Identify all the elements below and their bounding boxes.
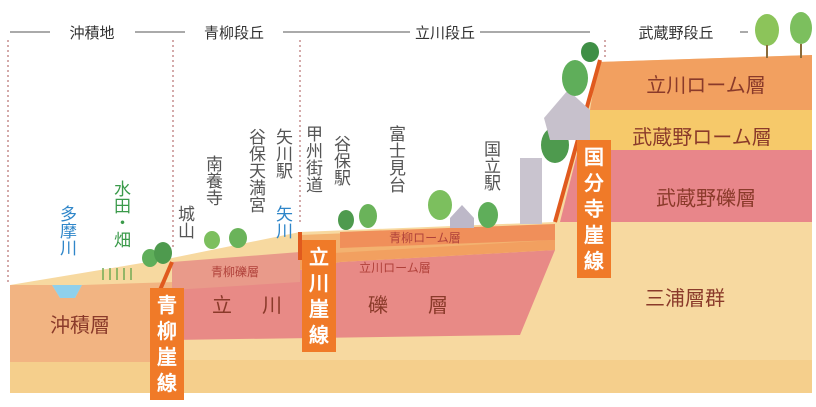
base-rim	[10, 360, 812, 393]
tachikawa-gravel-layer	[172, 250, 555, 340]
label-miura: 三浦層群	[645, 286, 725, 310]
aoyagi-gravel-layer	[172, 252, 300, 290]
svg-text:線: 線	[157, 371, 177, 395]
svg-text:柳: 柳	[157, 319, 177, 343]
zone-label-musashino: 武蔵野段丘	[638, 24, 713, 42]
strata	[10, 55, 812, 393]
label-aoyagi-loam: 青柳ローム層	[389, 231, 461, 245]
musashino-loam-layer	[578, 110, 812, 150]
label-tachikawa-loam-top: 立川ローム層	[646, 73, 765, 97]
tree-icon	[142, 249, 158, 267]
tree-icon	[562, 60, 588, 96]
label-koshu-kaido: 甲州街道	[302, 125, 323, 193]
label-musashino-loam: 武蔵野ローム層	[632, 125, 771, 149]
label-tachikawa-gravel-3: 礫	[368, 293, 388, 317]
svg-text:線: 線	[309, 323, 329, 347]
label-fujimidai: 富士見台	[385, 125, 406, 193]
label-jouzan: 城山	[174, 205, 195, 239]
field-icon	[102, 268, 132, 280]
tree-icon	[154, 242, 172, 264]
tachikawa-loam-layer	[300, 238, 555, 270]
zone-header: 沖積地 青柳段丘 立川段丘 武蔵野段丘	[7, 24, 748, 285]
svg-text:分: 分	[584, 171, 604, 195]
building-icon	[544, 90, 590, 140]
label-tachikawa-gravel-2: 川	[262, 293, 282, 317]
scenery	[52, 12, 812, 298]
river-icon	[52, 285, 82, 298]
building-icon	[520, 158, 542, 224]
cliff-tachikawa-callout: 立 川 崖 線	[302, 240, 336, 352]
svg-text:崖: 崖	[309, 297, 329, 321]
cliff-kokubunji-callout: 国 分 寺 崖 線	[577, 140, 611, 278]
svg-text:線: 線	[584, 249, 604, 273]
svg-text:寺: 寺	[584, 197, 604, 221]
svg-text:青: 青	[157, 293, 177, 317]
tree-icon	[478, 202, 498, 228]
label-tachikawa-gravel-4: 層	[428, 293, 448, 317]
label-kunitachi-station: 国立駅	[480, 140, 501, 191]
tree-icon	[428, 190, 452, 220]
label-chuseki: 沖積層	[50, 313, 110, 337]
label-aoyagi-gravel: 青柳礫層	[211, 264, 259, 279]
tree-icon	[359, 204, 377, 228]
label-yaho-station: 谷保駅	[330, 135, 351, 186]
label-musashino-gravel: 武蔵野礫層	[656, 186, 756, 210]
label-yagawa-station: 矢川駅	[272, 128, 293, 179]
musashino-gravel-layer	[560, 150, 812, 222]
zone-label-aoyagi: 青柳段丘	[204, 24, 264, 42]
label-yaho-tenmangu: 谷保天満宮	[245, 128, 266, 213]
label-nanyouji: 南養寺	[202, 155, 223, 206]
tree-icon	[338, 210, 354, 230]
svg-text:立: 立	[309, 245, 329, 269]
zone-label-chuseki: 沖積地	[69, 24, 114, 42]
label-tama: 多摩川	[56, 205, 77, 256]
top-loam-layer	[590, 55, 812, 110]
svg-text:川: 川	[308, 271, 329, 295]
svg-text:崖: 崖	[157, 345, 177, 369]
svg-text:崖: 崖	[584, 223, 604, 247]
label-tachikawa-loam-lower: 立川ローム層	[359, 260, 431, 275]
tree-icon	[790, 12, 812, 44]
tree-icon	[229, 228, 247, 248]
place-labels: 多摩川 水田・畑 城山 南養寺 谷保天満宮 矢川駅 矢川 甲州街道 谷保駅 富士…	[56, 125, 501, 256]
tree-icon	[755, 14, 779, 46]
zone-label-tachikawa: 立川段丘	[415, 24, 475, 42]
cliff-aoyagi-callout: 青 柳 崖 線	[150, 288, 184, 400]
label-suiden: 水田・畑	[110, 180, 131, 248]
tree-icon	[204, 231, 220, 249]
label-tachikawa-gravel-1: 立	[212, 293, 232, 317]
chuseki-layer	[10, 282, 175, 362]
tree-icon	[581, 42, 599, 62]
house-icon	[450, 205, 474, 228]
label-yagawa-river: 矢川	[272, 205, 293, 239]
svg-text:国: 国	[584, 145, 604, 169]
aoyagi-loam-layer	[340, 224, 555, 248]
strata-labels: 沖積層 青柳礫層 立 川 礫 層 青柳ローム層 立川ローム層 立川ローム層 武蔵…	[50, 73, 772, 337]
